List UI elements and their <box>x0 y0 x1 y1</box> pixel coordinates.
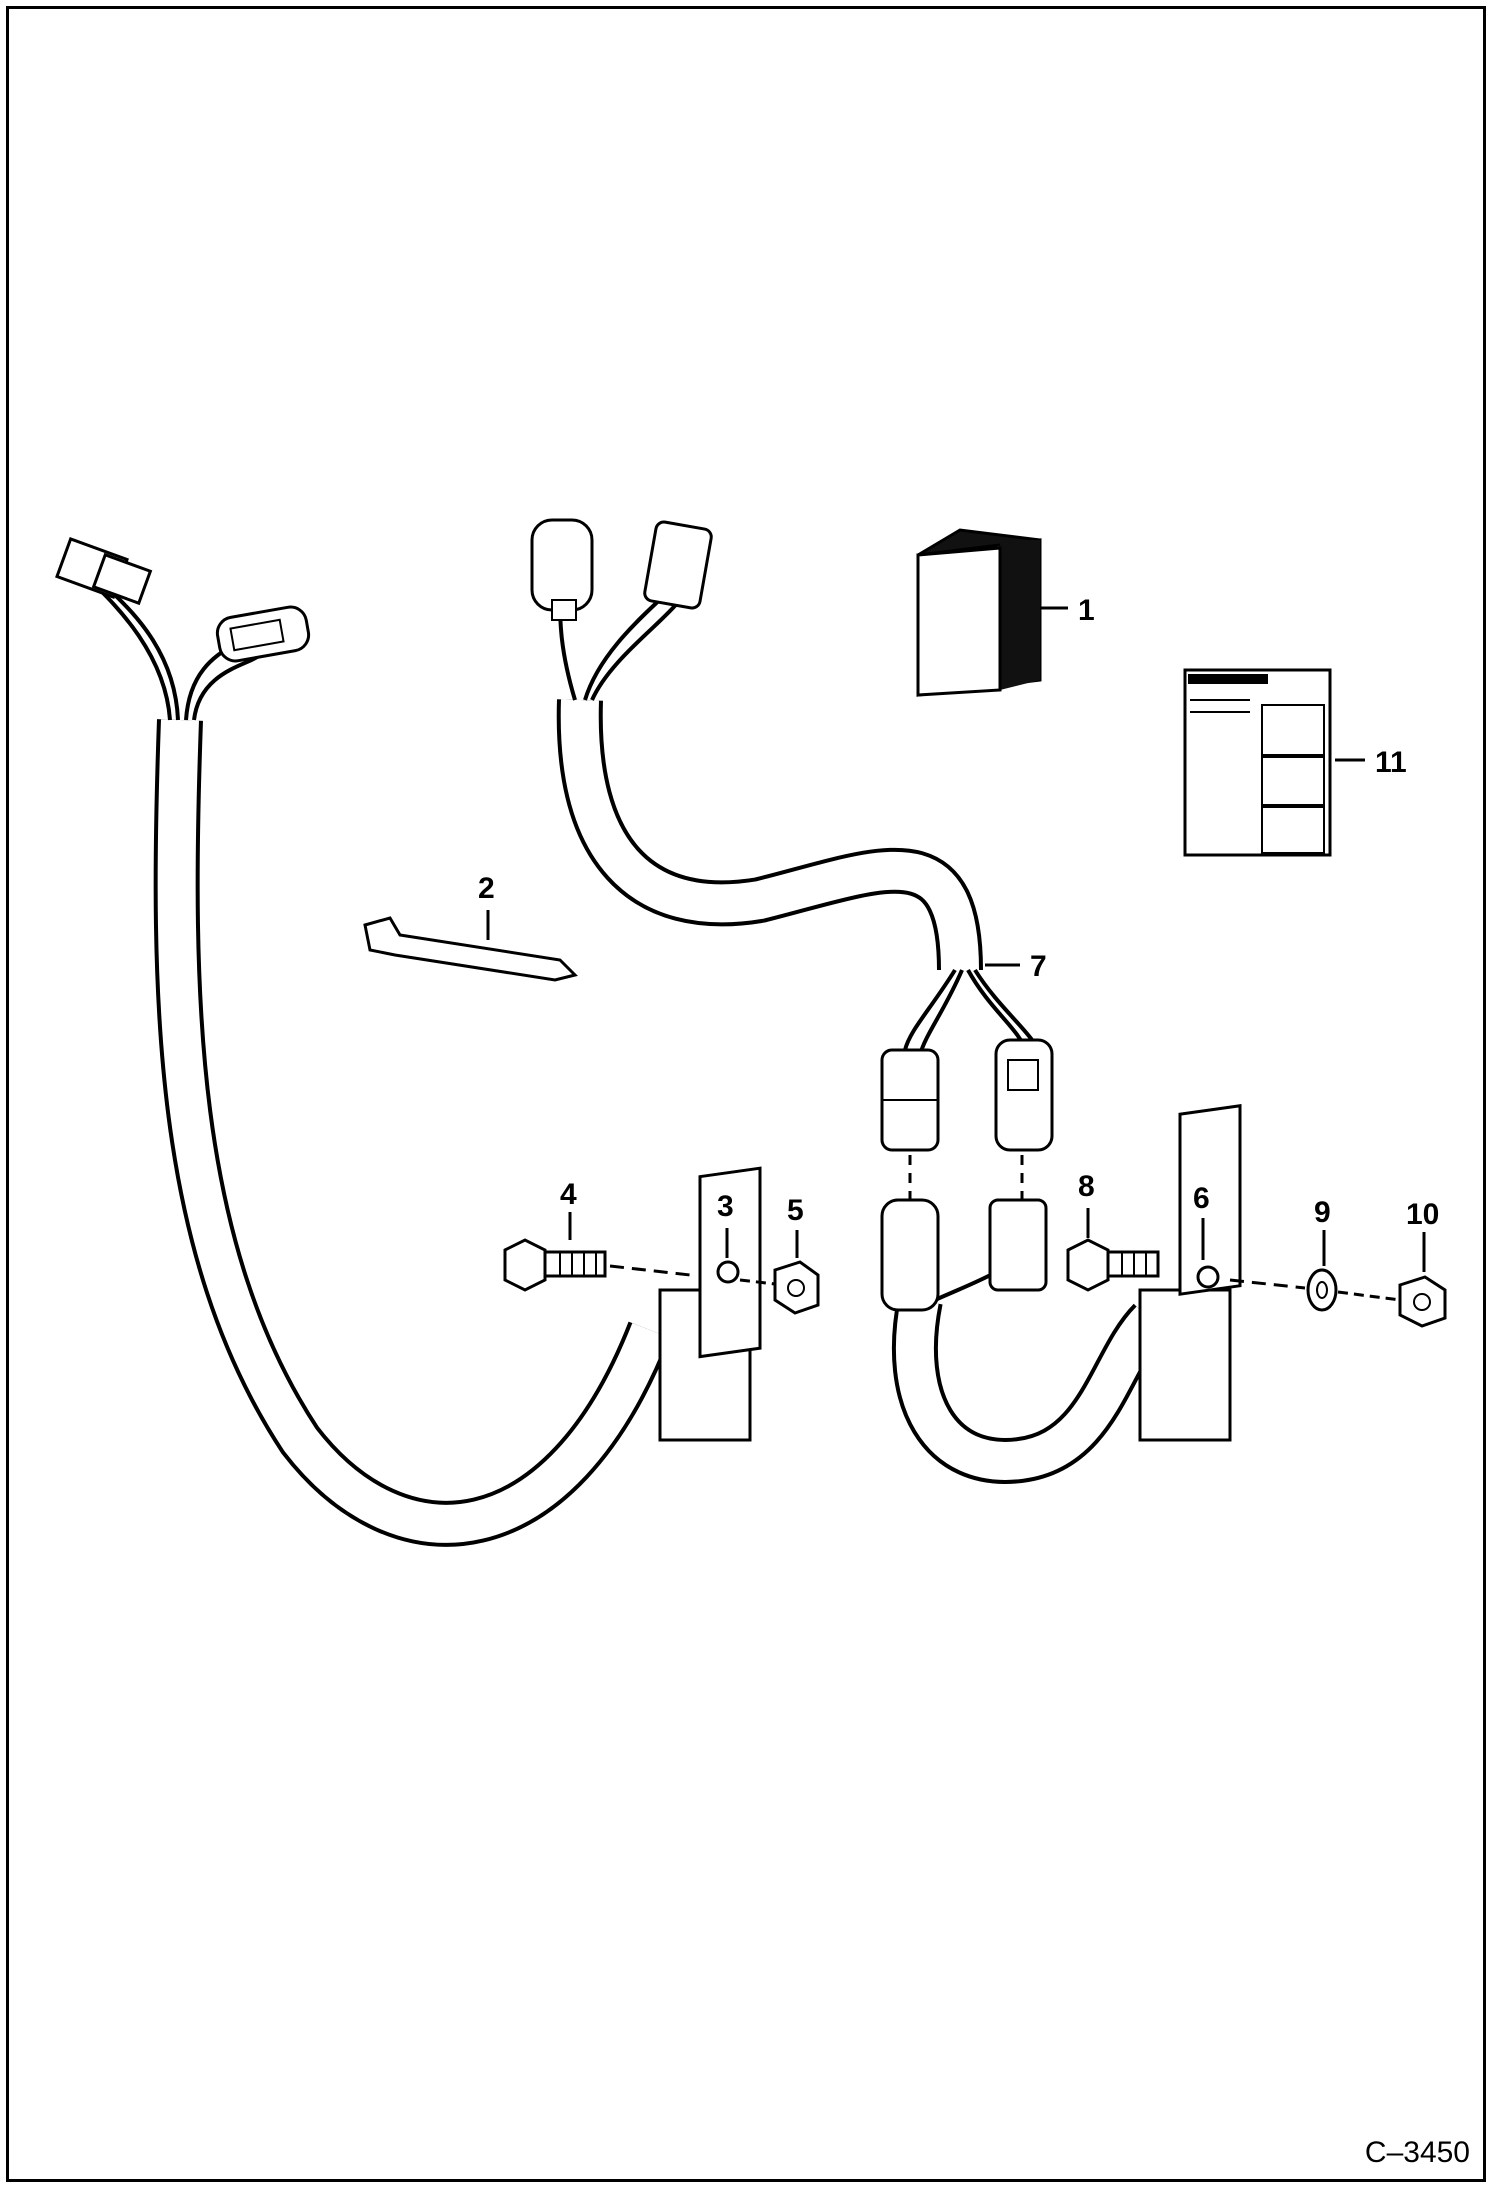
instruction-sheet <box>1183 668 1332 857</box>
figure-reference: C–3450 <box>1364 2136 1470 2169</box>
callout-9: 9 <box>1314 1196 1331 1229</box>
harness-connector-top-a <box>530 518 594 621</box>
harness-connector-left-b <box>215 605 311 663</box>
diagram-frame <box>6 6 1486 2182</box>
harness-connector-low-a <box>880 1198 940 1312</box>
bolt-left <box>503 1238 607 1292</box>
callout-6: 6 <box>1193 1182 1210 1215</box>
harness-connector-top-b <box>643 520 713 610</box>
washer <box>1306 1268 1338 1312</box>
harness-connector-left-a <box>55 537 153 606</box>
callout-10: 10 <box>1406 1198 1439 1231</box>
cable-tie <box>363 916 578 982</box>
callout-4: 4 <box>560 1178 577 1211</box>
middle-harness <box>530 518 1054 1152</box>
relay-box <box>916 528 1042 697</box>
callout-8: 8 <box>1078 1170 1095 1203</box>
callout-1: 1 <box>1078 594 1095 627</box>
right-harness <box>880 1198 1168 1484</box>
sensor-switch-right <box>1138 1104 1242 1442</box>
callout-5: 5 <box>787 1194 804 1227</box>
callout-7: 7 <box>1030 950 1047 983</box>
nut-left <box>773 1260 820 1315</box>
harness-connector-mid-b <box>994 1038 1054 1152</box>
harness-connector-low-b <box>988 1198 1048 1292</box>
left-harness <box>55 537 672 1547</box>
callout-11: 11 <box>1375 746 1407 779</box>
callout-3: 3 <box>717 1190 734 1223</box>
bolt-right <box>1066 1238 1160 1292</box>
nut-right <box>1398 1275 1447 1328</box>
callout-2: 2 <box>478 872 495 905</box>
sensor-switch-left <box>658 1166 762 1442</box>
harness-connector-mid-a <box>880 1048 940 1152</box>
